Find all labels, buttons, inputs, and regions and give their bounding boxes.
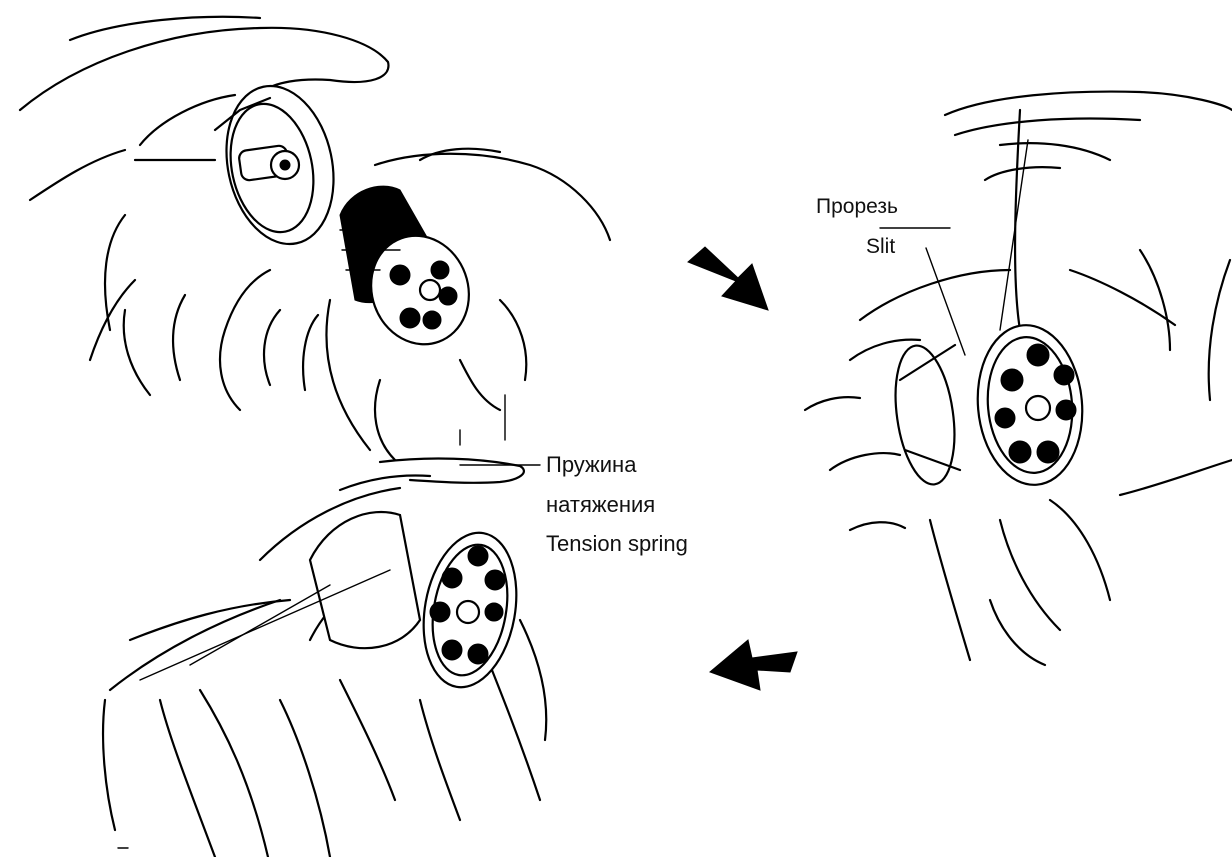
tension-spring-label-en: Tension spring xyxy=(546,533,688,555)
step-1-illustration xyxy=(20,17,610,460)
slit-label-en: Slit xyxy=(866,236,895,257)
arrow-step-1-to-2 xyxy=(688,247,768,310)
tension-spring-label-ru-line2: натяжения xyxy=(546,494,655,516)
arrow-step-2-to-3 xyxy=(710,640,797,690)
step-3-illustration xyxy=(103,459,546,857)
slit-label-ru: Прорезь xyxy=(816,196,898,217)
step-2-illustration xyxy=(805,92,1232,665)
tension-spring-label-ru-line1: Пружина xyxy=(546,454,636,476)
